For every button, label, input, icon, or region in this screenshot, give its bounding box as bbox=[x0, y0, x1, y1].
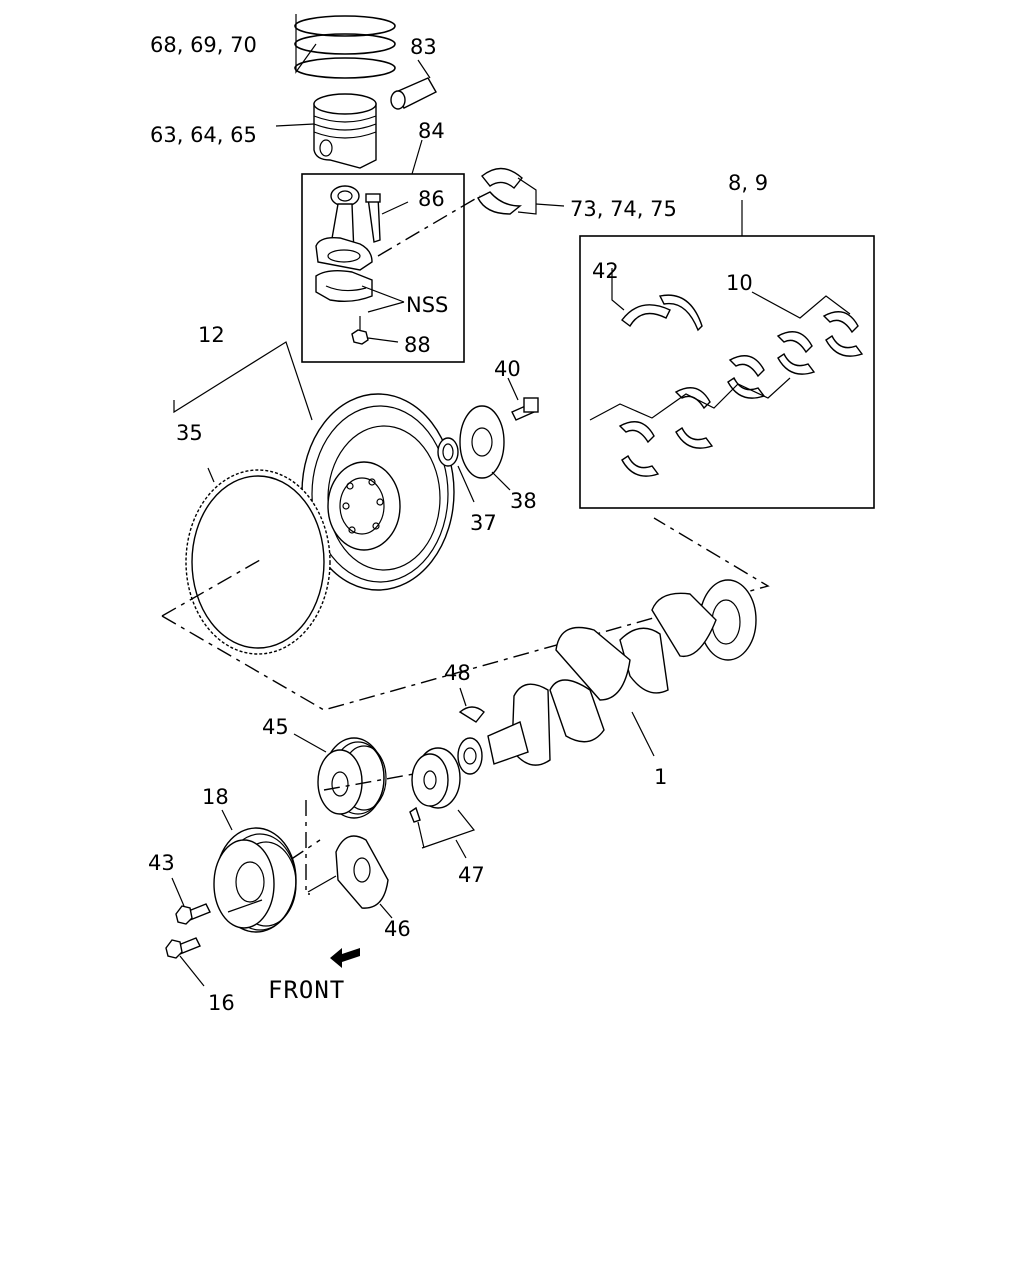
callout-8-9: 8, 9 bbox=[728, 171, 768, 195]
crank-gear-drawing bbox=[409, 747, 475, 859]
callout-42: 42 bbox=[592, 259, 619, 283]
main-bearings-box bbox=[579, 200, 875, 509]
callout-40: 40 bbox=[494, 357, 521, 381]
callout-63-64-65: 63, 64, 65 bbox=[150, 123, 257, 147]
piston-pin-drawing bbox=[390, 59, 437, 110]
callout-45: 45 bbox=[262, 715, 289, 739]
flywheel-plate-drawing bbox=[459, 405, 511, 491]
front-arrow-icon bbox=[330, 948, 360, 968]
callout-18: 18 bbox=[202, 785, 229, 809]
callout-73-74-75: 73, 74, 75 bbox=[570, 197, 677, 221]
callout-83: 83 bbox=[410, 35, 437, 59]
callout-86: 86 bbox=[418, 187, 445, 211]
callout-12: 12 bbox=[198, 323, 225, 347]
crank-pulley-drawing bbox=[213, 809, 297, 933]
front-label: FRONT bbox=[268, 976, 345, 1004]
callout-16: 16 bbox=[208, 991, 235, 1015]
callout-43: 43 bbox=[148, 851, 175, 875]
callout-37: 37 bbox=[470, 511, 497, 535]
callout-88: 88 bbox=[404, 333, 431, 357]
pulley-bolt-43-drawing bbox=[171, 877, 211, 925]
woodruff-key-drawing bbox=[458, 687, 485, 723]
callout-nss: NSS bbox=[406, 293, 448, 317]
flywheel-bolt-drawing bbox=[507, 377, 539, 421]
pulley-plate-drawing bbox=[307, 835, 393, 919]
callout-47: 47 bbox=[458, 863, 485, 887]
rod-bearing-drawing bbox=[377, 167, 565, 257]
flywheel-drawing bbox=[173, 341, 455, 591]
callout-46: 46 bbox=[384, 917, 411, 941]
callout-48: 48 bbox=[444, 661, 471, 685]
callout-38: 38 bbox=[510, 489, 537, 513]
callout-68-69-70: 68, 69, 70 bbox=[150, 33, 257, 57]
crankshaft-drawing bbox=[457, 579, 757, 775]
pulley-bolt-16-drawing bbox=[165, 937, 205, 987]
ring-gear-drawing bbox=[185, 467, 331, 655]
callout-84: 84 bbox=[418, 119, 445, 143]
piston-rings-drawing bbox=[294, 14, 396, 79]
piston-drawing bbox=[275, 93, 377, 169]
connecting-rod-box bbox=[301, 139, 465, 363]
timing-gear-drawing bbox=[293, 733, 387, 819]
pilot-bearing-drawing bbox=[437, 437, 475, 503]
callout-1: 1 bbox=[654, 765, 667, 789]
callout-10: 10 bbox=[726, 271, 753, 295]
callout-35: 35 bbox=[176, 421, 203, 445]
